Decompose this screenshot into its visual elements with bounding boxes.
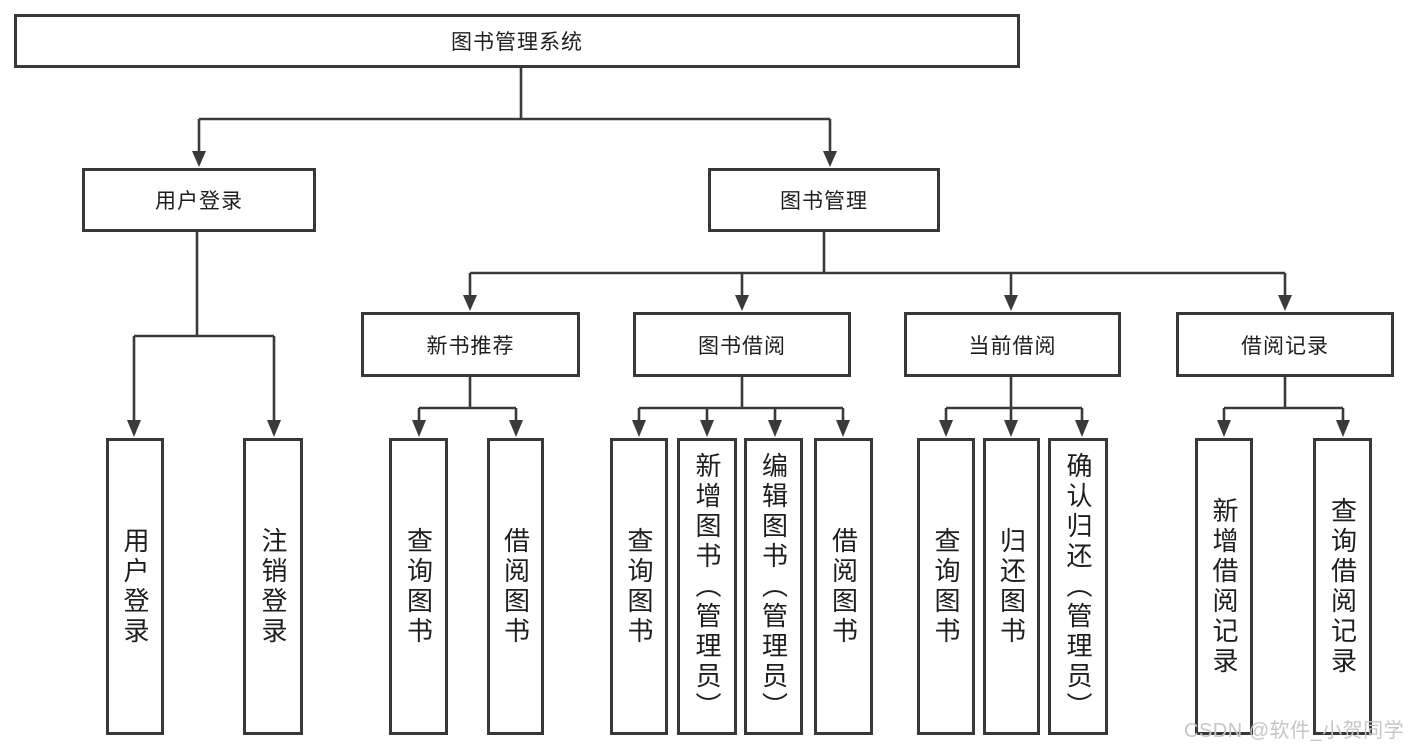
leaf-edit-books-admin: 编辑图书（管理员） [744,438,803,735]
node-current-borrow: 当前借阅 [904,312,1121,377]
node-user-login: 用户登录 [82,168,316,232]
leaf-confirm-return-admin: 确认归还（管理员） [1048,438,1108,735]
node-borrow-records: 借阅记录 [1176,312,1394,377]
leaf-logout-login: 注销登录 [243,438,303,735]
leaf-add-borrow-record: 新增借阅记录 [1195,438,1253,735]
leaf-borrow-books-recommend: 借阅图书 [487,438,544,735]
leaf-user-login: 用户登录 [106,438,164,735]
connector-new-book-recommend-to-leaves [412,377,523,437]
connector-root-to-level2 [192,68,837,167]
leaf-query-books-borrow: 查询图书 [610,438,668,735]
csdn-watermark: CSDN @软件_小贺同学 [1184,720,1405,742]
connector-user-login-to-leaves [127,232,281,437]
leaf-add-books-admin: 新增图书（管理员） [677,438,737,735]
node-new-book-recommend: 新书推荐 [361,312,580,377]
leaf-query-books-recommend: 查询图书 [389,438,448,735]
node-book-management: 图书管理 [708,168,940,232]
node-book-borrow: 图书借阅 [633,312,851,377]
leaf-borrow-books: 借阅图书 [814,438,873,735]
leaf-query-books-current: 查询图书 [917,438,975,735]
node-root: 图书管理系统 [14,14,1020,68]
leaf-return-books: 归还图书 [983,438,1040,735]
connector-borrow-records-to-leaves [1217,377,1350,437]
connector-book-management-to-level3 [463,232,1292,311]
connector-book-borrow-to-leaves [632,377,850,437]
connector-current-borrow-to-leaves [939,377,1089,437]
leaf-query-borrow-record: 查询借阅记录 [1313,438,1372,735]
